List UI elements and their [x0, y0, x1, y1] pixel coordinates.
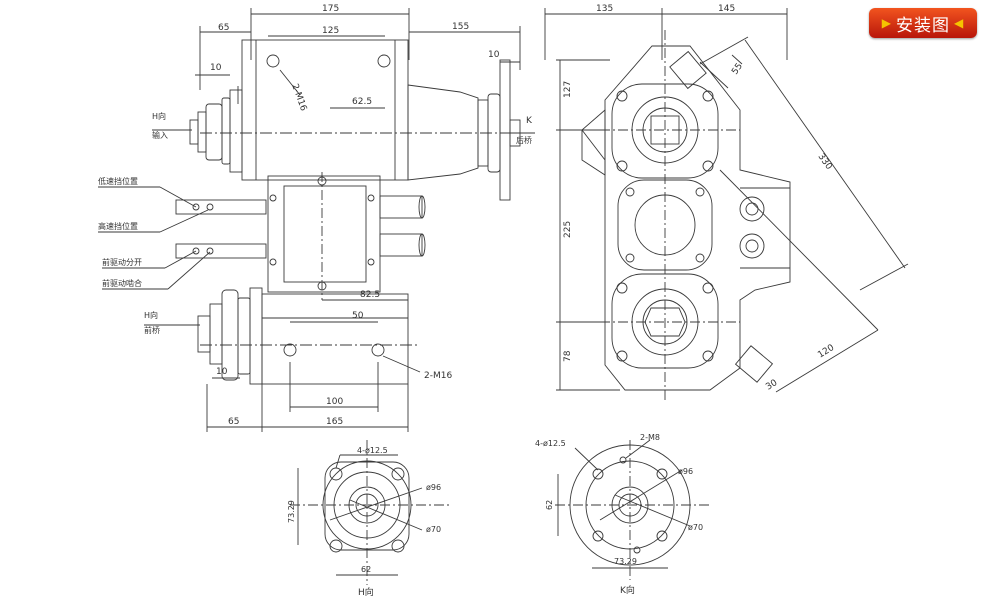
k-dim-62: 62 — [545, 500, 554, 510]
label-k-dir: K — [526, 116, 533, 126]
right-arrow-icon: ◀ — [954, 16, 965, 30]
dim-82-5: 82.5 — [360, 290, 380, 300]
h-caption: H向 — [358, 586, 374, 598]
installation-diagram-badge[interactable]: ▶ 安装图 ◀ — [869, 8, 977, 38]
flange-h-view: 4-ø12.5 ø96 ø70 73.29 62 H向 — [287, 440, 450, 598]
label-h-dir-bottom: H向 — [144, 310, 158, 320]
dim-100: 100 — [326, 397, 343, 407]
end-view: 135 145 127 225 78 55 — [544, 4, 909, 400]
thread-2-m16-bottom: 2-M16 — [424, 371, 452, 381]
k-holes-label: 4-ø12.5 — [535, 439, 566, 448]
dim-65-bottom: 65 — [228, 417, 239, 427]
label-h-dir-top: H向 — [152, 111, 166, 121]
label-rear-axle: 后桥 — [516, 135, 532, 145]
dim-30: 30 — [764, 378, 779, 393]
label-high-speed: 高速挡位置 — [98, 221, 138, 231]
label-front-open: 前驱动分开 — [102, 257, 142, 267]
dim-155: 155 — [452, 22, 469, 32]
label-low-speed: 低速挡位置 — [98, 176, 138, 186]
left-arrow-icon: ▶ — [881, 16, 892, 30]
dim-175: 175 — [322, 4, 339, 14]
dim-10-bottom: 10 — [216, 367, 228, 377]
side-view: 175 65 125 155 10 10 2-M16 62.5 — [98, 4, 535, 432]
k-d96: ø96 — [678, 467, 693, 476]
dim-135: 135 — [596, 4, 613, 14]
k-thread-label: 2-M8 — [640, 433, 660, 442]
dim-330: 330 — [816, 152, 834, 172]
dim-145: 145 — [718, 4, 735, 14]
dim-125: 125 — [322, 26, 339, 36]
h-d96: ø96 — [426, 483, 441, 492]
badge-label: 安装图 — [896, 15, 950, 36]
flange-k-view: 4-ø12.5 2-M8 ø96 ø70 62 73.29 K向 — [535, 433, 710, 596]
dim-165: 165 — [326, 417, 343, 427]
label-front-close: 前驱动啮合 — [102, 278, 142, 288]
dim-78: 78 — [563, 350, 573, 362]
label-front-axle: 前桥 — [144, 325, 160, 335]
h-dim-73-29: 73.29 — [287, 500, 296, 523]
dim-225: 225 — [563, 221, 573, 238]
dim-65-top: 65 — [218, 23, 229, 33]
thread-2-m16-top: 2-M16 — [289, 83, 308, 113]
dim-55: 55 — [730, 62, 745, 77]
dim-120: 120 — [816, 343, 836, 361]
dim-50: 50 — [352, 311, 364, 321]
k-dim-73-29: 73.29 — [614, 557, 637, 566]
dim-62-5: 62.5 — [352, 97, 372, 107]
k-d70: ø70 — [688, 523, 703, 532]
dim-10-top: 10 — [210, 63, 222, 73]
label-input: 输入 — [152, 130, 168, 140]
k-caption: K向 — [620, 584, 635, 596]
dim-127: 127 — [563, 81, 573, 98]
h-d70: ø70 — [426, 525, 441, 534]
dim-10-right: 10 — [488, 50, 500, 60]
h-dim-62: 62 — [361, 565, 371, 574]
h-holes-label: 4-ø12.5 — [357, 446, 388, 455]
